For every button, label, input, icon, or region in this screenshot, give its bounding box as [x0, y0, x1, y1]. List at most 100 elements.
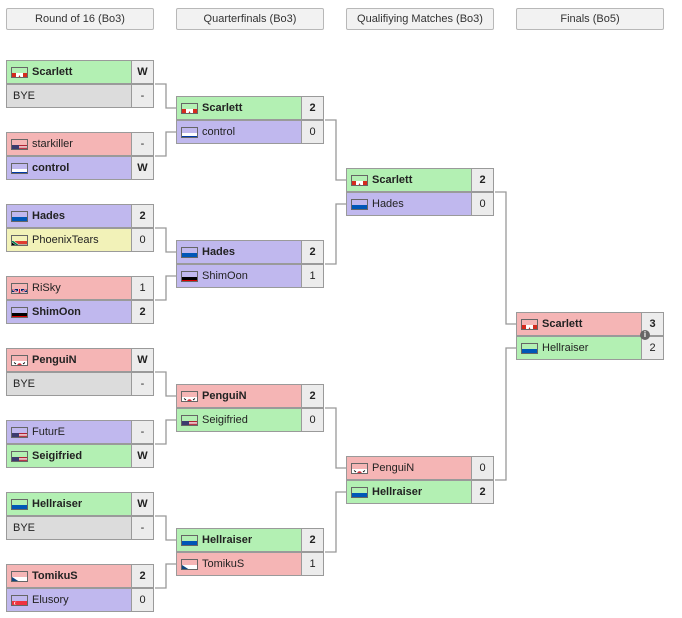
player-name[interactable]: Scarlett [6, 60, 132, 84]
player-name[interactable]: control [176, 120, 302, 144]
player-name-text: Hellraiser [372, 486, 423, 498]
southafrica-flag-icon [11, 235, 28, 246]
player-score: 2 [302, 240, 324, 264]
player-name-text: PhoenixTears [32, 234, 99, 246]
czech-flag-icon [11, 571, 28, 582]
germany-flag-icon [181, 271, 198, 282]
player-score: 2 [132, 204, 154, 228]
player-name[interactable]: Hellraiser [516, 336, 642, 360]
player-name-text: Scarlett [542, 318, 583, 330]
usa-flag-icon [11, 451, 28, 462]
germany-flag-icon [11, 307, 28, 318]
player-name[interactable]: starkiller [6, 132, 132, 156]
player-name-text: Hades [372, 198, 404, 210]
player-name[interactable]: ShimOon [6, 300, 132, 324]
player-slot-qf-2a: Hades 2 [176, 240, 324, 264]
player-score: - [132, 132, 154, 156]
player-name-text: BYE [13, 522, 36, 534]
czech-flag-icon [181, 559, 198, 570]
player-name-text: ShimOon [202, 270, 248, 282]
russia-flag-icon [181, 127, 198, 138]
player-slot-r16-7b: BYE- [6, 516, 154, 540]
player-name[interactable]: PenguiN [176, 384, 302, 408]
korea-flag-icon [11, 355, 28, 366]
canada-flag-icon [521, 319, 538, 330]
player-name[interactable]: PenguiN [346, 456, 472, 480]
player-score: 1 [132, 276, 154, 300]
player-slot-qf-3a: PenguiN 2 [176, 384, 324, 408]
player-name[interactable]: Hades [6, 204, 132, 228]
player-name[interactable]: RiSky [6, 276, 132, 300]
usa-flag-icon [181, 415, 198, 426]
player-score: 2 [132, 564, 154, 588]
player-name-text: Hellraiser [202, 534, 253, 546]
ukraine-flag-icon [181, 535, 198, 546]
player-slot-r16-1b: BYE- [6, 84, 154, 108]
player-name[interactable]: Elusory [6, 588, 132, 612]
canada-flag-icon [351, 175, 368, 186]
player-name[interactable]: Scarlett [176, 96, 302, 120]
player-name[interactable]: Hellraiser [6, 492, 132, 516]
player-score: W [132, 348, 154, 372]
player-score: W [132, 60, 154, 84]
player-score: 2 [302, 528, 324, 552]
player-name-text: BYE [13, 378, 36, 390]
player-name[interactable]: Seigifried [176, 408, 302, 432]
player-name-text: TomikuS [202, 558, 245, 570]
uk-flag-icon [11, 283, 28, 294]
player-score: 0 [472, 192, 494, 216]
player-score: 0 [472, 456, 494, 480]
player-score: W [132, 492, 154, 516]
player-name[interactable]: Scarlett [516, 312, 642, 336]
player-name[interactable]: TomikuS [176, 552, 302, 576]
player-score: 2 [302, 384, 324, 408]
player-score: - [132, 84, 154, 108]
player-name[interactable]: PhoenixTears [6, 228, 132, 252]
player-name[interactable]: PenguiN [6, 348, 132, 372]
match-info-icon[interactable]: i [640, 330, 650, 340]
player-score: 2 [302, 96, 324, 120]
player-name[interactable]: TomikuS [6, 564, 132, 588]
player-name-text: TomikuS [32, 570, 78, 582]
player-score: 0 [302, 408, 324, 432]
player-score: - [132, 420, 154, 444]
player-name-text: Scarlett [32, 66, 73, 78]
player-name[interactable]: Seigifried [6, 444, 132, 468]
player-slot-r16-6a: FuturE- [6, 420, 154, 444]
canada-flag-icon [181, 103, 198, 114]
canada-flag-icon [11, 67, 28, 78]
player-score: 2 [472, 168, 494, 192]
player-score: 2 [132, 300, 154, 324]
player-name[interactable]: control [6, 156, 132, 180]
player-name[interactable]: Hades [346, 192, 472, 216]
player-name-text: Elusory [32, 594, 69, 606]
usa-flag-icon [11, 139, 28, 150]
player-name[interactable]: Hellraiser [346, 480, 472, 504]
player-slot-r16-2a: starkiller- [6, 132, 154, 156]
player-name[interactable]: Scarlett [346, 168, 472, 192]
player-score: - [132, 372, 154, 396]
ukraine-flag-icon [351, 487, 368, 498]
player-name[interactable]: ShimOon [176, 264, 302, 288]
player-slot-r16-5b: BYE - [6, 372, 154, 396]
ukraine-flag-icon [11, 211, 28, 222]
player-score: 0 [132, 228, 154, 252]
player-name-text: PenguiN [32, 354, 77, 366]
player-name[interactable]: Hades [176, 240, 302, 264]
player-name[interactable]: FuturE [6, 420, 132, 444]
header-round-of-16: Round of 16 (Bo3) [6, 8, 154, 30]
player-name[interactable]: Hellraiser [176, 528, 302, 552]
player-name-text: control [202, 126, 236, 138]
player-name-text: Hades [202, 246, 236, 258]
player-name-text: PenguiN [202, 390, 247, 402]
player-name-text: Scarlett [372, 174, 413, 186]
player-slot-r16-5a: PenguiN W [6, 348, 154, 372]
